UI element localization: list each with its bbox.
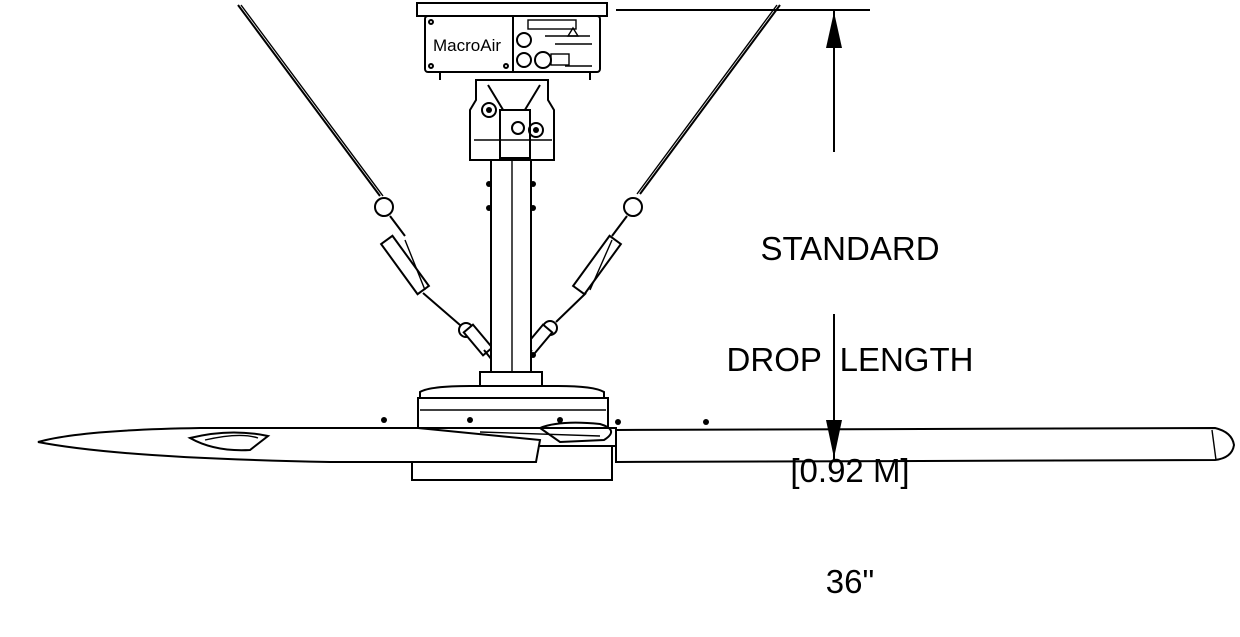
fan-drop-diagram: MacroAir [37, 2, 1236, 481]
drop-length-label: STANDARD DROP LENGTH [0.92 M] 36" [690, 156, 1010, 637]
fan-blade-left [37, 427, 542, 463]
brand-logo: MacroAir [433, 36, 501, 55]
fan-blade-right [479, 421, 1236, 464]
drop-length-line-1: STANDARD [760, 230, 940, 267]
guy-wire-left [237, 4, 494, 361]
motor-housing: MacroAir [416, 2, 608, 80]
drop-length-line-2: DROP LENGTH [726, 341, 974, 378]
downrod [479, 159, 543, 389]
mount-bracket [469, 79, 555, 161]
drop-length-inches: 36" [825, 563, 875, 600]
drop-length-metric: [0.92 M] [790, 452, 910, 489]
dimension-indicator [616, 9, 980, 460]
